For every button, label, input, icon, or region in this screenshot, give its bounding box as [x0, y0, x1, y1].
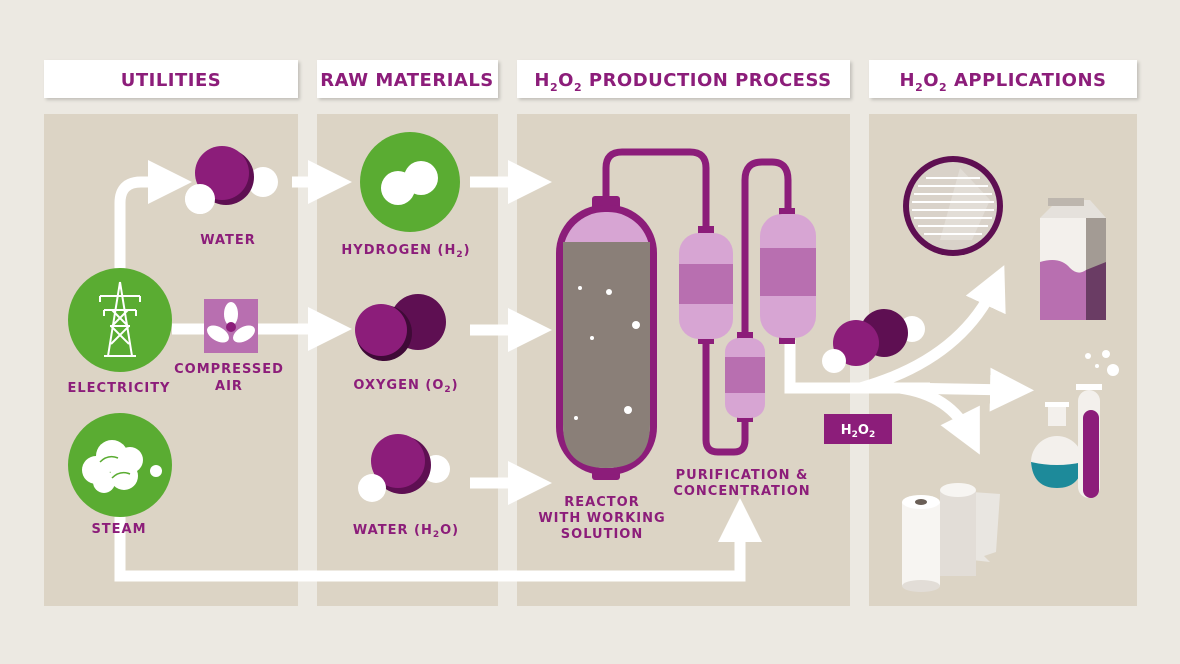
header-applications: H2O2 APPLICATIONS [869, 60, 1137, 98]
paper-roll-icon [902, 483, 1000, 592]
header-raw-materials: RAW MATERIALS [317, 60, 498, 98]
hydrogen-molecule-icon [360, 132, 460, 232]
water-molecule-icon [185, 146, 278, 214]
purification-label-line2: CONCENTRATION [673, 484, 810, 499]
h2o2-molecule-icon [822, 309, 925, 373]
wafer-icon [903, 156, 1003, 256]
svg-text:RAW MATERIALS: RAW MATERIALS [320, 70, 494, 91]
reactor-label-line3: SOLUTION [561, 527, 643, 542]
svg-text:H2O2 APPLICATIONS: H2O2 APPLICATIONS [899, 70, 1106, 94]
flask-icon [1031, 402, 1083, 488]
svg-text:UTILITIES: UTILITIES [121, 70, 222, 91]
purification-column-small [725, 332, 765, 422]
reactor-tank-icon [556, 196, 657, 480]
header-production-process: H2O2 PRODUCTION PROCESS [517, 60, 850, 98]
electricity-label: ELECTRICITY [68, 381, 171, 396]
h2o2-product-badge: H2O2 [824, 414, 892, 444]
steam-label: STEAM [91, 522, 146, 537]
water-raw-molecule-icon [358, 434, 450, 502]
milk-carton-icon [1040, 198, 1106, 320]
test-tube-icon [1076, 350, 1119, 498]
compressed-air-label-line2: AIR [215, 379, 243, 394]
reactor-label-line1: REACTOR [564, 495, 639, 510]
process-piping [602, 148, 792, 456]
water-raw-label: WATER (H2O) [353, 523, 459, 540]
fan-icon [204, 299, 258, 353]
header-utilities: UTILITIES [44, 60, 298, 98]
oxygen-molecule-icon [355, 294, 446, 361]
reactor-label-line2: WITH WORKING [538, 511, 665, 526]
purification-label-line1: PURIFICATION & [676, 468, 809, 483]
svg-text:H2O2 PRODUCTION PROCESS: H2O2 PRODUCTION PROCESS [534, 70, 831, 94]
steam-cloud-icon [68, 413, 172, 517]
hydrogen-label: HYDROGEN (H2) [341, 243, 470, 260]
svg-text:H2O2: H2O2 [841, 423, 875, 440]
purification-column-left [679, 226, 733, 344]
purification-column-right [760, 208, 816, 344]
compressed-air-label-line1: COMPRESSED [174, 362, 284, 377]
oxygen-label: OXYGEN (O2) [353, 378, 458, 395]
water-label: WATER [200, 233, 256, 248]
electricity-pylon-icon [68, 268, 172, 372]
